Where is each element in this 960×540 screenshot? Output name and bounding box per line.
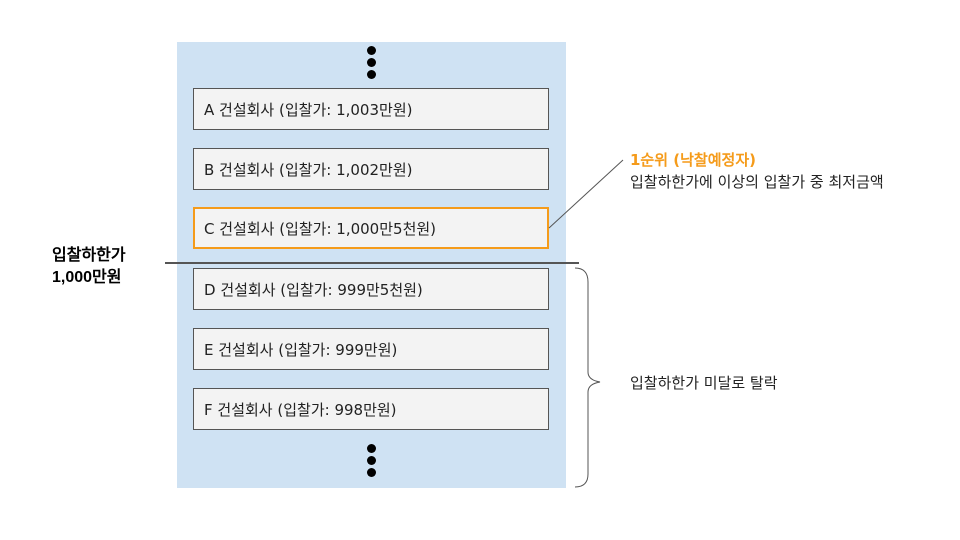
ellipsis-bottom-icon bbox=[366, 444, 376, 480]
bid-label: A 건설회사 (입찰가: 1,003만원) bbox=[204, 100, 413, 119]
threshold-label: 입찰하한가 1,000만원 bbox=[52, 245, 126, 289]
winner-description: 입찰하한가에 이상의 입찰가 중 최저금액 bbox=[630, 173, 884, 191]
bid-row-c-winner: C 건설회사 (입찰가: 1,000만5천원) bbox=[193, 207, 549, 249]
ellipsis-top-icon bbox=[366, 46, 376, 82]
bid-row-a: A 건설회사 (입찰가: 1,003만원) bbox=[193, 88, 549, 130]
threshold-label-line2: 1,000만원 bbox=[52, 269, 122, 286]
bid-label: E 건설회사 (입찰가: 999만원) bbox=[204, 340, 398, 359]
excluded-label: 입찰하한가 미달로 탈락 bbox=[630, 374, 778, 392]
bid-label: D 건설회사 (입찰가: 999만5천원) bbox=[204, 280, 423, 299]
exclusion-brace-icon bbox=[574, 267, 601, 488]
threshold-label-line1: 입찰하한가 bbox=[52, 247, 126, 264]
threshold-line bbox=[165, 262, 579, 264]
winner-title: 1순위 (낙찰예정자) bbox=[630, 151, 756, 169]
bid-row-f: F 건설회사 (입찰가: 998만원) bbox=[193, 388, 549, 430]
bid-row-b: B 건설회사 (입찰가: 1,002만원) bbox=[193, 148, 549, 190]
bid-row-d: D 건설회사 (입찰가: 999만5천원) bbox=[193, 268, 549, 310]
winner-leader-line bbox=[548, 159, 624, 229]
bid-label: F 건설회사 (입찰가: 998만원) bbox=[204, 400, 397, 419]
bid-label: B 건설회사 (입찰가: 1,002만원) bbox=[204, 160, 413, 179]
bid-row-e: E 건설회사 (입찰가: 999만원) bbox=[193, 328, 549, 370]
bid-label: C 건설회사 (입찰가: 1,000만5천원) bbox=[204, 219, 437, 238]
